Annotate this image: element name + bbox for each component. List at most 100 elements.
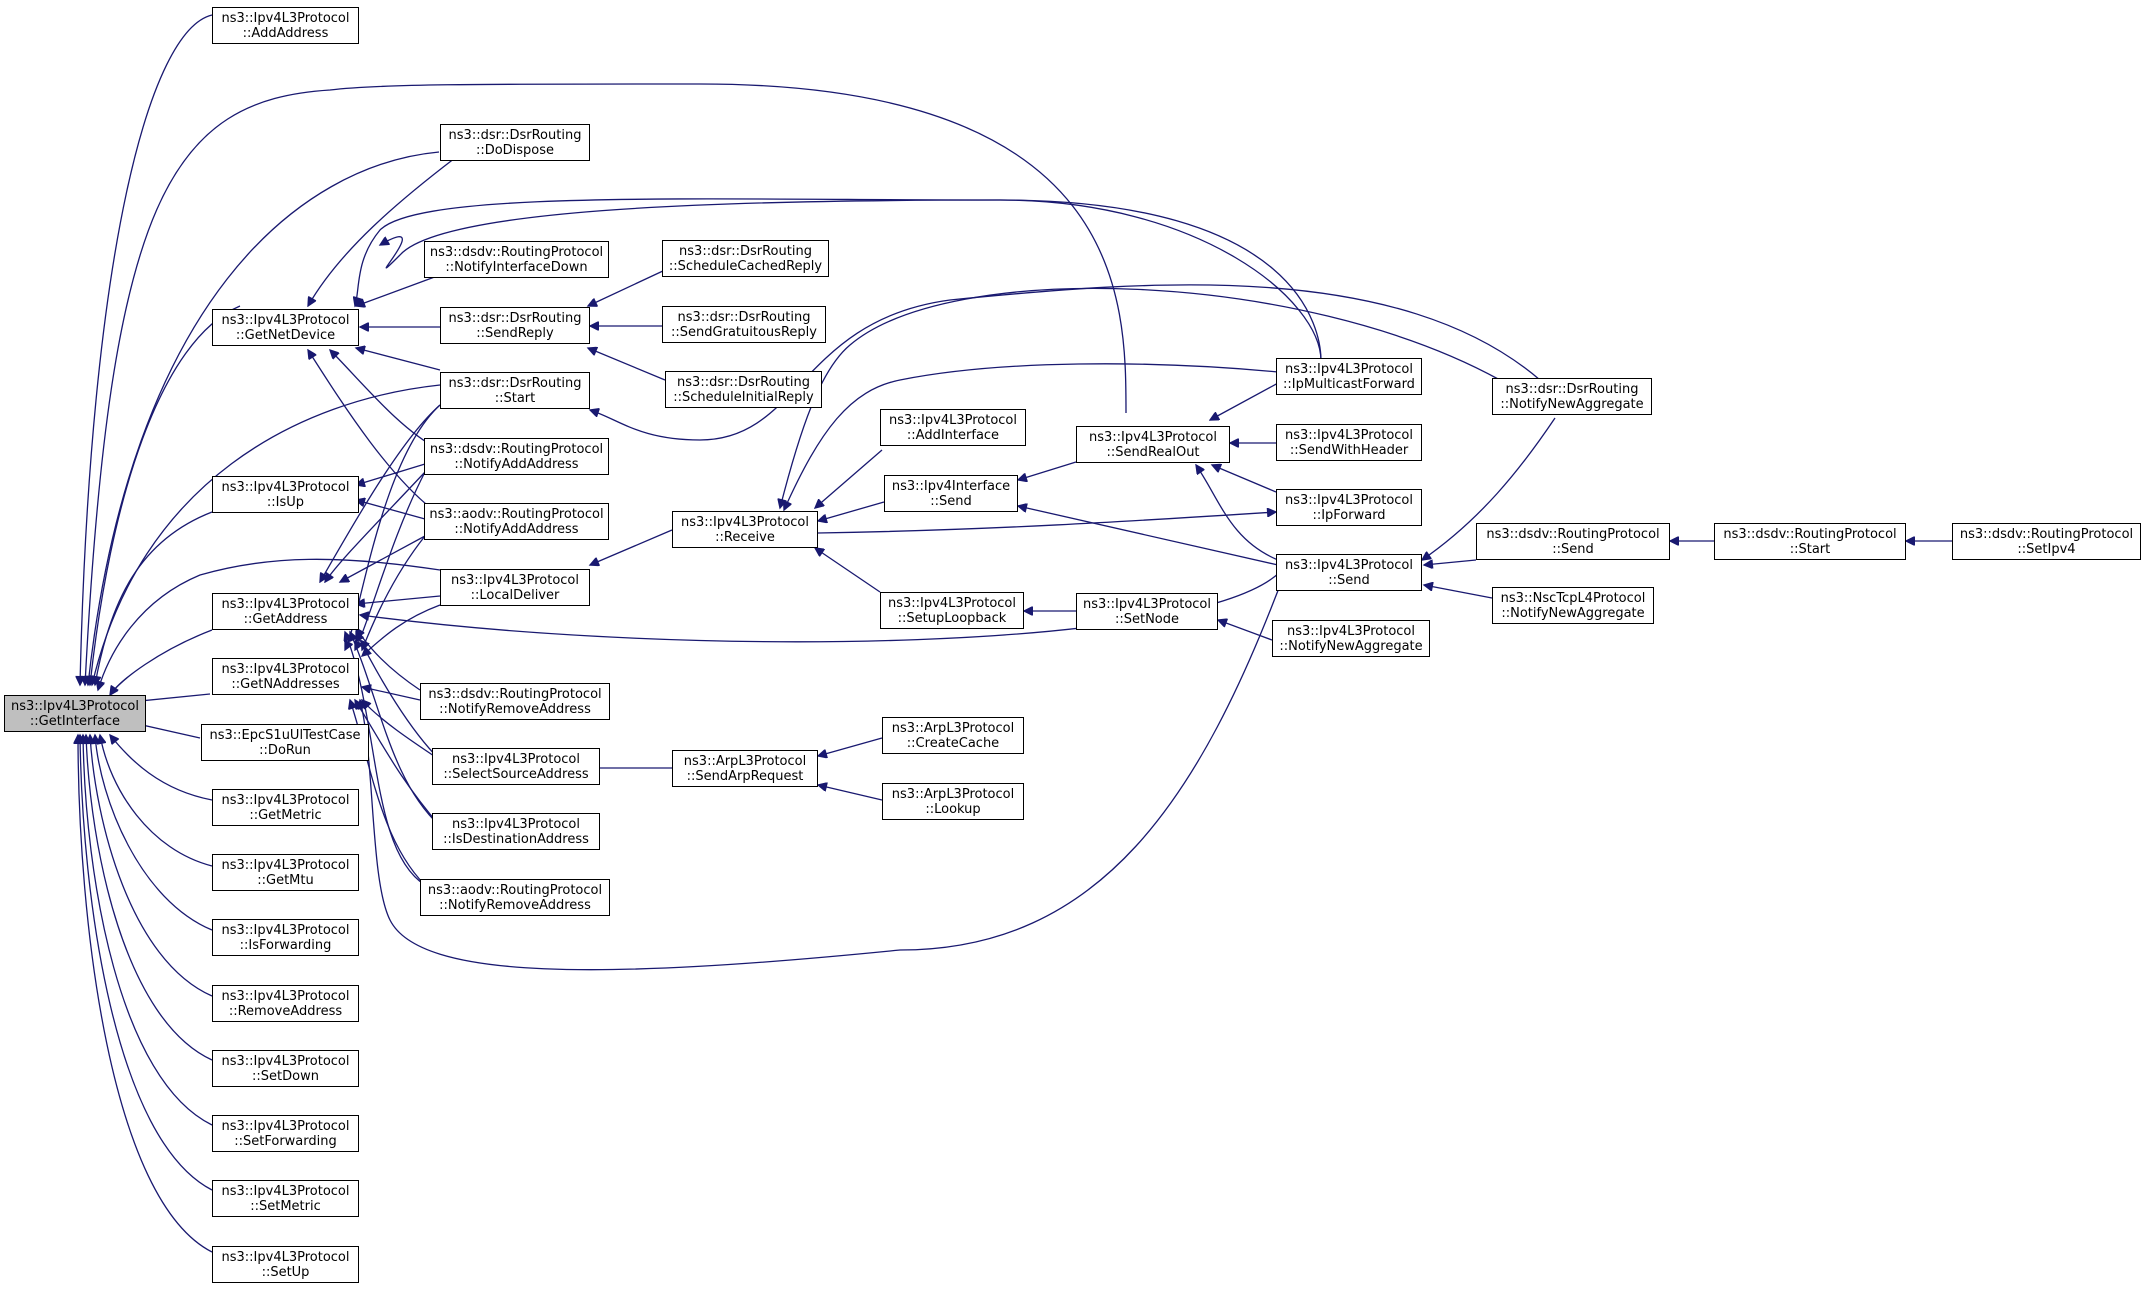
node-arp-lookup[interactable]: ns3::ArpL3Protocol ::Lookup	[882, 783, 1024, 820]
node-ipv4l3-setmetric[interactable]: ns3::Ipv4L3Protocol ::SetMetric	[212, 1180, 359, 1217]
node-label-line1: ns3::Ipv4L3Protocol	[1083, 596, 1211, 612]
node-aodv-notifyaddaddress[interactable]: ns3::aodv::RoutingProtocol ::NotifyAddAd…	[424, 503, 609, 540]
node-dsr-sendgratuitousreply[interactable]: ns3::dsr::DsrRouting ::SendGratuitousRep…	[662, 306, 826, 343]
edge-aodvnotifyadd-getnetdevice	[308, 350, 441, 516]
node-ipv4l3-notifynewaggregate[interactable]: ns3::Ipv4L3Protocol ::NotifyNewAggregate	[1272, 620, 1430, 657]
node-label-line2: ::IsForwarding	[239, 937, 332, 953]
node-aodv-notifyremoveaddress[interactable]: ns3::aodv::RoutingProtocol ::NotifyRemov…	[420, 879, 610, 916]
node-ipv4interface-send[interactable]: ns3::Ipv4Interface ::Send	[884, 475, 1018, 512]
edge-dsdvnotifyadd-getnetdevice	[330, 350, 441, 451]
node-label-line1: ns3::dsr::DsrRouting	[677, 309, 811, 325]
node-nsc-notifynewaggregate[interactable]: ns3::NscTcpL4Protocol ::NotifyNewAggrega…	[1492, 587, 1654, 624]
node-label-line1: ns3::EpcS1uUlTestCase	[209, 727, 361, 743]
node-label-line2: ::DoRun	[259, 742, 311, 758]
node-ipv4l3-isforwarding[interactable]: ns3::Ipv4L3Protocol ::IsForwarding	[212, 919, 359, 956]
node-label-line1: ns3::dsr::DsrRouting	[1505, 381, 1639, 397]
node-label-line2: ::SendWithHeader	[1289, 442, 1409, 458]
node-ipv4l3-receive[interactable]: ns3::Ipv4L3Protocol ::Receive	[672, 511, 818, 548]
node-ipv4l3-getmtu[interactable]: ns3::Ipv4L3Protocol ::GetMtu	[212, 854, 359, 891]
node-label-line1: ns3::Ipv4L3Protocol	[1285, 427, 1413, 443]
edge-notifynewagg-setnode	[1218, 620, 1273, 641]
node-label-line1: ns3::dsdv::RoutingProtocol	[1486, 526, 1660, 542]
edge-sendrealout-getinterface	[85, 83, 1127, 685]
node-label-line2: ::ScheduleInitialReply	[673, 389, 814, 405]
node-ipv4l3-removeaddress[interactable]: ns3::Ipv4L3Protocol ::RemoveAddress	[212, 985, 359, 1022]
node-label-line1: ns3::ArpL3Protocol	[683, 753, 807, 769]
edge-l3send-sendrealout	[1196, 465, 1279, 561]
node-ipv4l3-isdestinationaddress[interactable]: ns3::Ipv4L3Protocol ::IsDestinationAddre…	[432, 813, 600, 850]
node-ipv4l3-getnetdevice[interactable]: ns3::Ipv4L3Protocol ::GetNetDevice	[212, 309, 359, 346]
node-label-line2: ::Send	[1328, 572, 1370, 588]
node-dsdv-notifyremoveaddress[interactable]: ns3::dsdv::RoutingProtocol ::NotifyRemov…	[420, 683, 610, 720]
node-ipv4l3-setuploopback[interactable]: ns3::Ipv4L3Protocol ::SetupLoopback	[880, 592, 1024, 629]
node-label-line2: ::SetDown	[252, 1068, 319, 1084]
node-label-line2: ::SetNode	[1114, 611, 1180, 627]
node-label-line2: ::Start	[494, 390, 536, 406]
node-dsr-notifynewaggregate[interactable]: ns3::dsr::DsrRouting ::NotifyNewAggregat…	[1492, 378, 1652, 415]
edge-aodvnotifyadd-getaddress	[340, 535, 426, 582]
edge-getmtu-getinterface	[100, 735, 213, 867]
edge-dsdvnotifyadd-getaddress	[325, 471, 426, 582]
node-ipv4l3-addaddress[interactable]: ns3::Ipv4L3Protocol ::AddAddress	[212, 7, 359, 44]
node-ipv4l3-ipforward[interactable]: ns3::Ipv4L3Protocol ::IpForward	[1276, 489, 1422, 526]
edge-createcache-sendarp	[818, 737, 883, 756]
node-label-line1: ns3::dsr::DsrRouting	[448, 127, 582, 143]
edge-dsrnotifynewagg-l3send	[1422, 417, 1556, 560]
edge-aodvnotifyremove-getnaddresses	[350, 700, 426, 886]
node-label-line1: ns3::Ipv4L3Protocol	[1285, 557, 1413, 573]
node-label-line1: ns3::NscTcpL4Protocol	[1500, 590, 1646, 606]
node-label-line1: ns3::Ipv4L3Protocol	[221, 312, 350, 328]
node-ipv4l3-sendwithheader[interactable]: ns3::Ipv4L3Protocol ::SendWithHeader	[1276, 424, 1422, 461]
node-ipv4l3-ipmulticastforward[interactable]: ns3::Ipv4L3Protocol ::IpMulticastForward	[1276, 358, 1422, 395]
node-ipv4l3-getaddress[interactable]: ns3::Ipv4L3Protocol ::GetAddress	[212, 593, 359, 630]
node-ipv4l3-setdown[interactable]: ns3::Ipv4L3Protocol ::SetDown	[212, 1050, 359, 1087]
edge-setforwarding-getinterface	[83, 735, 213, 1126]
node-ipv4l3-sendrealout[interactable]: ns3::Ipv4L3Protocol ::SendRealOut	[1076, 426, 1230, 463]
node-dsdv-start[interactable]: ns3::dsdv::RoutingProtocol ::Start	[1714, 523, 1906, 560]
node-ipv4l3-getnaddresses[interactable]: ns3::Ipv4L3Protocol ::GetNAddresses	[212, 658, 359, 695]
edge-nsc-l3send	[1424, 585, 1493, 599]
node-label-line2: ::NotifyRemoveAddress	[439, 701, 591, 717]
node-arp-createcache[interactable]: ns3::ArpL3Protocol ::CreateCache	[882, 717, 1024, 754]
node-ipv4l3-setup[interactable]: ns3::Ipv4L3Protocol ::SetUp	[212, 1246, 359, 1283]
node-label-line1: ns3::Ipv4L3Protocol	[11, 698, 139, 714]
node-label-line1: ns3::Ipv4L3Protocol	[1285, 492, 1413, 508]
node-ipv4l3-localdeliver[interactable]: ns3::Ipv4L3Protocol ::LocalDeliver	[440, 569, 590, 606]
edge-isforwarding-getinterface	[95, 735, 213, 931]
node-arp-sendarprequest[interactable]: ns3::ArpL3Protocol ::SendArpRequest	[672, 750, 818, 787]
edge-dsdvnotifyadd-isup	[356, 463, 426, 485]
node-dsr-dodispose[interactable]: ns3::dsr::DsrRouting ::DoDispose	[440, 124, 590, 161]
edge-dsrstart-getnaddresses	[345, 404, 441, 650]
node-dsr-scheduleinitialreply[interactable]: ns3::dsr::DsrRouting ::ScheduleInitialRe…	[665, 371, 822, 408]
node-label-line2: ::SendArpRequest	[686, 768, 804, 784]
node-ipv4l3-getmetric[interactable]: ns3::Ipv4L3Protocol ::GetMetric	[212, 789, 359, 826]
edge-schedulecached-sendreply	[588, 269, 666, 306]
edge-aodvnotifyadd-isup	[356, 500, 426, 520]
node-label-line2: ::NotifyNewAggregate	[1500, 396, 1644, 412]
node-ipv4l3-send[interactable]: ns3::Ipv4L3Protocol ::Send	[1276, 554, 1422, 591]
node-epc-dorun[interactable]: ns3::EpcS1uUlTestCase ::DoRun	[201, 724, 369, 761]
node-label-line1: ns3::ArpL3Protocol	[891, 720, 1015, 736]
node-label-line1: ns3::Ipv4L3Protocol	[681, 514, 809, 530]
node-dsr-start[interactable]: ns3::dsr::DsrRouting ::Start	[440, 372, 590, 409]
node-dsdv-notifyaddaddress[interactable]: ns3::dsdv::RoutingProtocol ::NotifyAddAd…	[424, 438, 609, 475]
node-ipv4l3-isup[interactable]: ns3::Ipv4L3Protocol ::IsUp	[212, 476, 359, 513]
edge-getaddress-getinterface	[110, 629, 213, 695]
node-dsdv-setipv4[interactable]: ns3::dsdv::RoutingProtocol ::SetIpv4	[1952, 523, 2141, 560]
node-ipv4l3-addinterface[interactable]: ns3::Ipv4L3Protocol ::AddInterface	[880, 409, 1026, 446]
node-ipv4l3-setnode[interactable]: ns3::Ipv4L3Protocol ::SetNode	[1076, 593, 1218, 630]
node-ipv4l3-setforwarding[interactable]: ns3::Ipv4L3Protocol ::SetForwarding	[212, 1115, 359, 1152]
edge-setdown-getinterface	[86, 735, 213, 1061]
node-dsdv-send[interactable]: ns3::dsdv::RoutingProtocol ::Send	[1476, 523, 1670, 560]
edge-dsrnotifynewagg-receive	[780, 287, 1501, 508]
node-label-line2: ::SetIpv4	[2017, 541, 2076, 557]
node-ipv4l3-selectsourceaddress[interactable]: ns3::Ipv4L3Protocol ::SelectSourceAddres…	[432, 748, 600, 785]
node-dsr-schedulecachedreply[interactable]: ns3::dsr::DsrRouting ::ScheduleCachedRep…	[662, 240, 829, 277]
edge-ifacesend-receive	[818, 501, 885, 521]
node-dsdv-notifyinterfacedown[interactable]: ns3::dsdv::RoutingProtocol ::NotifyInter…	[424, 241, 609, 278]
edge-receive-ipforward	[817, 512, 1276, 534]
node-ipv4l3-getinterface[interactable]: ns3::Ipv4L3Protocol ::GetInterface	[4, 695, 146, 732]
node-dsr-sendreply[interactable]: ns3::dsr::DsrRouting ::SendReply	[440, 307, 590, 344]
node-label-line2: ::Send	[930, 493, 972, 509]
